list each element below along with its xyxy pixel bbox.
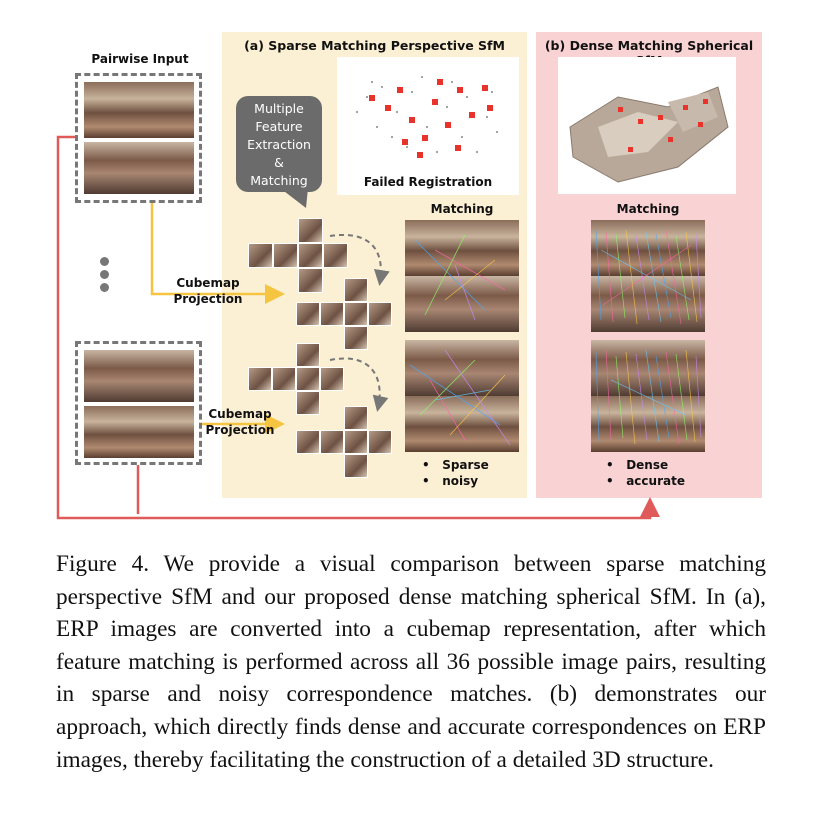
feature-extraction-bubble: Multiple Feature Extraction & Matching bbox=[236, 96, 322, 192]
dense-3d-model bbox=[569, 86, 729, 183]
sparse-point-cloud bbox=[356, 76, 498, 158]
flow-arrows bbox=[56, 135, 660, 520]
cubemap-cross-4 bbox=[296, 406, 392, 482]
ellipsis-icon bbox=[100, 257, 109, 292]
bullet-item: • Dense bbox=[606, 458, 669, 472]
cubemap-cross-2 bbox=[296, 278, 392, 358]
erp-image bbox=[84, 142, 194, 194]
matching-label-a: Matching bbox=[430, 202, 494, 216]
match-lines bbox=[409, 349, 511, 446]
cubemap-projection-label-1: Cubemap Projection bbox=[173, 276, 243, 306]
sparse-match-image-1 bbox=[405, 220, 519, 332]
dense-match-image-1 bbox=[591, 220, 705, 332]
pairwise-input-label: Pairwise Input bbox=[91, 52, 189, 66]
dense-match-image-2 bbox=[591, 340, 705, 452]
panel-a-title: (a) Sparse Matching Perspective SfM bbox=[244, 38, 505, 53]
input-pair-top bbox=[75, 73, 202, 203]
figure-caption: Figure 4. We provide a visual comparison… bbox=[56, 551, 766, 773]
bubble-tail bbox=[280, 188, 308, 208]
bullet-item: • accurate bbox=[606, 474, 685, 488]
match-lines bbox=[595, 229, 702, 325]
bullet-item: • noisy bbox=[422, 474, 479, 488]
sparse-match-image-2 bbox=[405, 340, 519, 452]
match-lines bbox=[414, 234, 506, 321]
erp-image bbox=[84, 406, 194, 458]
dense-bullets: • Dense • accurate bbox=[606, 458, 685, 488]
failed-registration-label: Failed Registration bbox=[363, 175, 493, 189]
dense-reconstruction-view bbox=[558, 57, 736, 194]
match-lines bbox=[595, 349, 702, 445]
cubemap-cross-3 bbox=[248, 343, 344, 419]
erp-image bbox=[84, 82, 194, 138]
cubemap-projection-label-2: Cubemap Projection bbox=[205, 407, 275, 437]
cubemap-cross-1 bbox=[248, 218, 348, 308]
failed-registration-view: Failed Registration bbox=[337, 57, 519, 195]
bullet-item: • Sparse bbox=[422, 458, 489, 472]
sparse-bullets: • Sparse • noisy bbox=[422, 458, 489, 488]
input-pair-bottom bbox=[75, 341, 202, 465]
matching-label-b: Matching bbox=[616, 202, 680, 216]
erp-image bbox=[84, 350, 194, 402]
